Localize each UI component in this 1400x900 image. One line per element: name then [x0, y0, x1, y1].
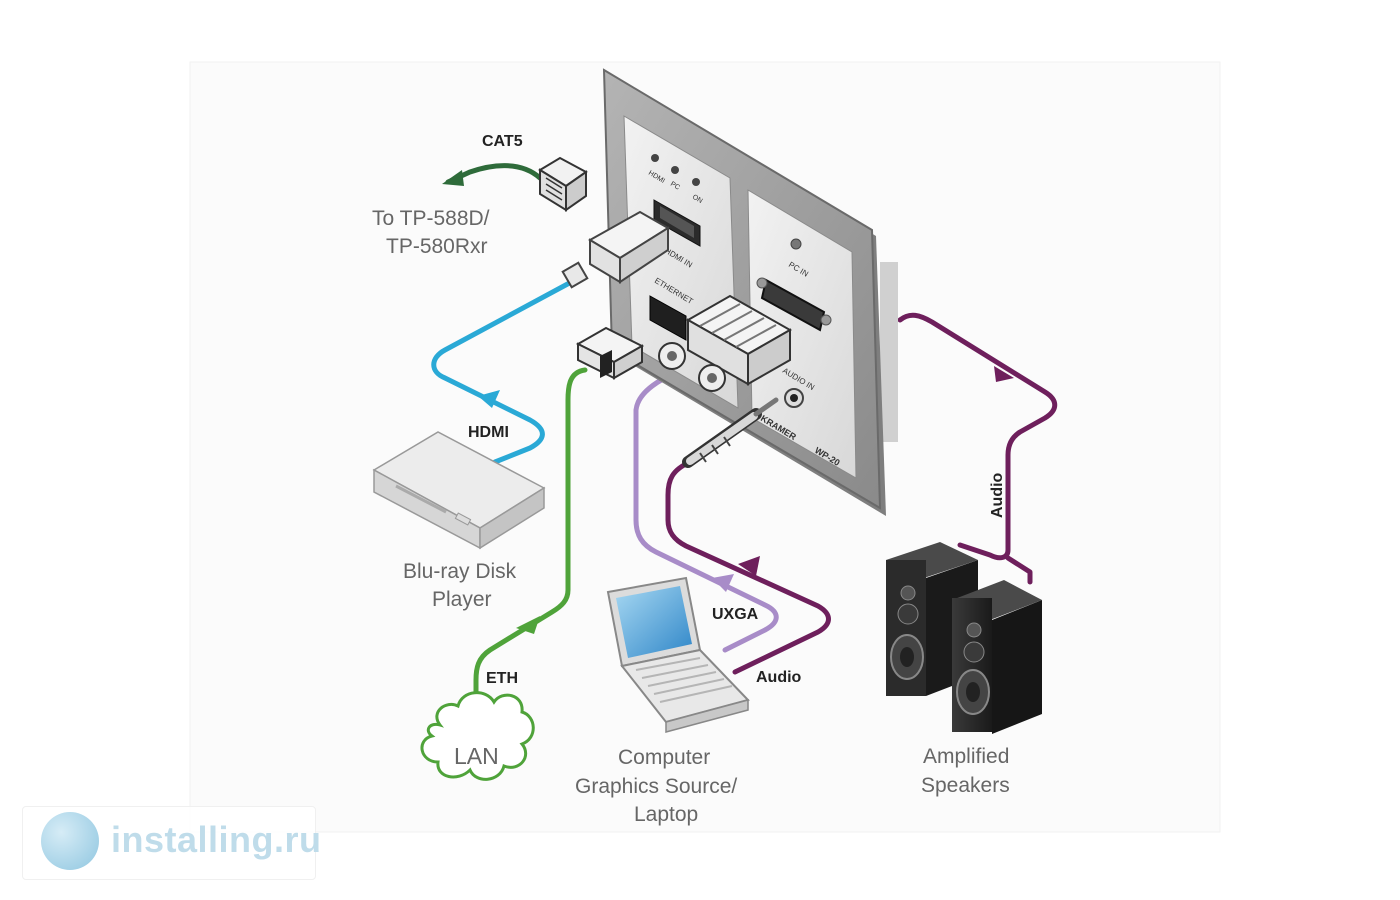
audio-speakers-label: Audio [989, 472, 1006, 518]
computer-label-line1: Computer [618, 746, 710, 769]
cat5-label: CAT5 [482, 133, 523, 150]
led-hdmi-icon [651, 154, 659, 162]
cat5-arrow-icon [442, 170, 464, 186]
watermark-text: installing.ru [111, 819, 322, 860]
speakers-label-line2: Speakers [921, 774, 1010, 797]
audio-speakers-arrow-icon [994, 366, 1014, 382]
lan-cloud-icon [420, 691, 535, 781]
cat5-jack-icon [538, 156, 588, 212]
audio-laptop-arrow-icon [738, 556, 760, 576]
watermark: installing.ru [22, 806, 321, 880]
watermark-logo-icon [41, 812, 99, 870]
speaker-right-icon [952, 580, 1042, 734]
eth-label: ETH [486, 670, 518, 687]
to-tp-label-line1: To TP-588D/ [372, 207, 490, 230]
audio-laptop-label: Audio [756, 669, 802, 686]
audio-speakers-cable [897, 312, 1058, 561]
pc-led-icon [790, 238, 802, 250]
led-pc-icon [671, 166, 679, 174]
led-pc-label: PC [669, 181, 681, 192]
bluray-player-icon [372, 431, 546, 550]
eth-cable [473, 367, 588, 718]
audio-speakers-cable-branch [1005, 555, 1033, 585]
led-on-label: ON [691, 194, 704, 205]
uxga-arrow-icon [712, 574, 734, 592]
audio-jack-plug-icon [682, 397, 779, 468]
eth-plug-icon [575, 326, 645, 380]
bluray-label-line1: Blu-ray Disk [403, 560, 517, 583]
audio-laptop-cable [665, 459, 831, 675]
eth-arrow-icon [516, 616, 540, 634]
led-on-icon [692, 178, 700, 186]
hdmi-label: HDMI [468, 424, 509, 441]
bluray-label-line2: Player [432, 588, 492, 611]
lan-label: LAN [454, 743, 499, 769]
computer-label-line2: Graphics Source/ [575, 775, 737, 798]
to-tp-label-line2: TP-580Rxr [386, 235, 488, 258]
computer-label-line3: Laptop [634, 803, 698, 826]
ethernet-port-icon [649, 295, 687, 341]
vga-port-icon [760, 278, 826, 332]
vga-plug-icon [658, 294, 793, 392]
hdmi-arrow-icon [478, 390, 500, 408]
speakers-label-line1: Amplified [923, 745, 1009, 768]
hdmi-plug-icon [561, 210, 670, 289]
speaker-left-icon [886, 542, 978, 696]
laptop-icon [606, 576, 750, 733]
uxga-label: UXGA [712, 606, 759, 623]
uxga-cable [633, 365, 779, 653]
cat5-cable [445, 163, 543, 185]
